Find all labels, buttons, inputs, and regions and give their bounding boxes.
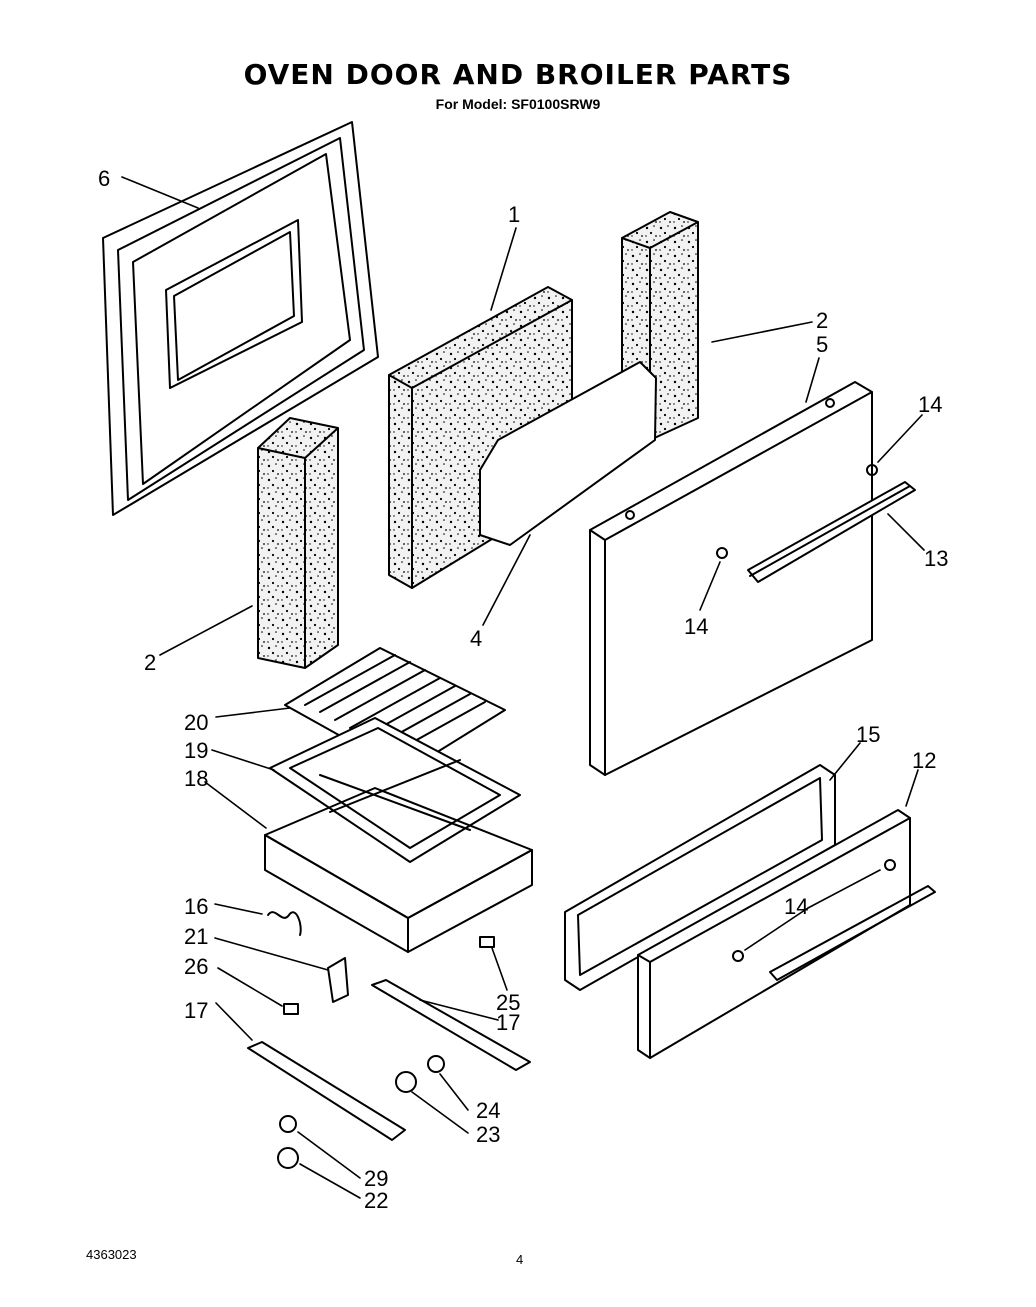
callout-6: 6 — [98, 166, 110, 191]
drawer-spacer-lower — [732, 950, 744, 962]
door-handle — [747, 481, 916, 583]
drawer-handle — [769, 885, 936, 981]
callout-22: 22 — [364, 1188, 388, 1213]
inner-door-liner — [102, 121, 379, 516]
pan-clip — [479, 936, 495, 948]
callout-14b: 14 — [684, 614, 708, 639]
roller — [427, 1055, 445, 1073]
page-title: OVEN DOOR AND BROILER PARTS — [243, 58, 793, 91]
callout-25: 25 — [496, 990, 520, 1015]
callout-5: 5 — [816, 332, 828, 357]
callout-2b: 2 — [144, 650, 156, 675]
callout-26: 26 — [184, 954, 208, 979]
page-number: 4 — [516, 1252, 524, 1267]
outer-door-panel — [589, 381, 873, 776]
rail-roller — [279, 1115, 297, 1133]
callout-29: 29 — [364, 1166, 388, 1191]
handle-spacer-lower — [716, 547, 728, 559]
broiler-pan-insert — [269, 717, 521, 863]
callout-13: 13 — [924, 546, 948, 571]
callout-15: 15 — [856, 722, 880, 747]
rail-bushing — [277, 1147, 299, 1169]
callout-12: 12 — [912, 748, 936, 773]
leader-lines — [121, 176, 925, 1199]
callout-23: 23 — [476, 1122, 500, 1147]
pan-spring — [267, 911, 302, 936]
door-baffle — [479, 361, 657, 546]
insulation-block-left — [257, 417, 339, 669]
callout-24: 24 — [476, 1098, 500, 1123]
broiler-rail-right — [371, 979, 531, 1071]
broiler-pan — [264, 787, 533, 953]
callout-14c: 14 — [784, 894, 808, 919]
callout-17a: 17 — [496, 1010, 520, 1035]
callout-2a: 2 — [816, 308, 828, 333]
callout-17b: 17 — [184, 998, 208, 1023]
callout-18: 18 — [184, 766, 208, 791]
handle-spacer-upper — [866, 464, 878, 476]
callout-14a: 14 — [918, 392, 942, 417]
pan-latch — [327, 957, 349, 1003]
callout-19: 19 — [184, 738, 208, 763]
callout-16: 16 — [184, 894, 208, 919]
broiler-rail-left — [247, 1041, 406, 1141]
callout-20: 20 — [184, 710, 208, 735]
document-number: 4363023 — [86, 1247, 137, 1262]
callout-1: 1 — [508, 202, 520, 227]
callout-labels: 6 1 2 5 14 13 4 14 2 20 19 18 15 12 16 2… — [98, 166, 948, 1213]
callout-21: 21 — [184, 924, 208, 949]
latch-screw — [283, 1003, 299, 1015]
callout-4: 4 — [470, 626, 482, 651]
roller-bushing — [395, 1071, 417, 1093]
model-subtitle: For Model: SF0100SRW9 — [435, 96, 601, 112]
drawer-spacer-upper — [884, 859, 896, 871]
